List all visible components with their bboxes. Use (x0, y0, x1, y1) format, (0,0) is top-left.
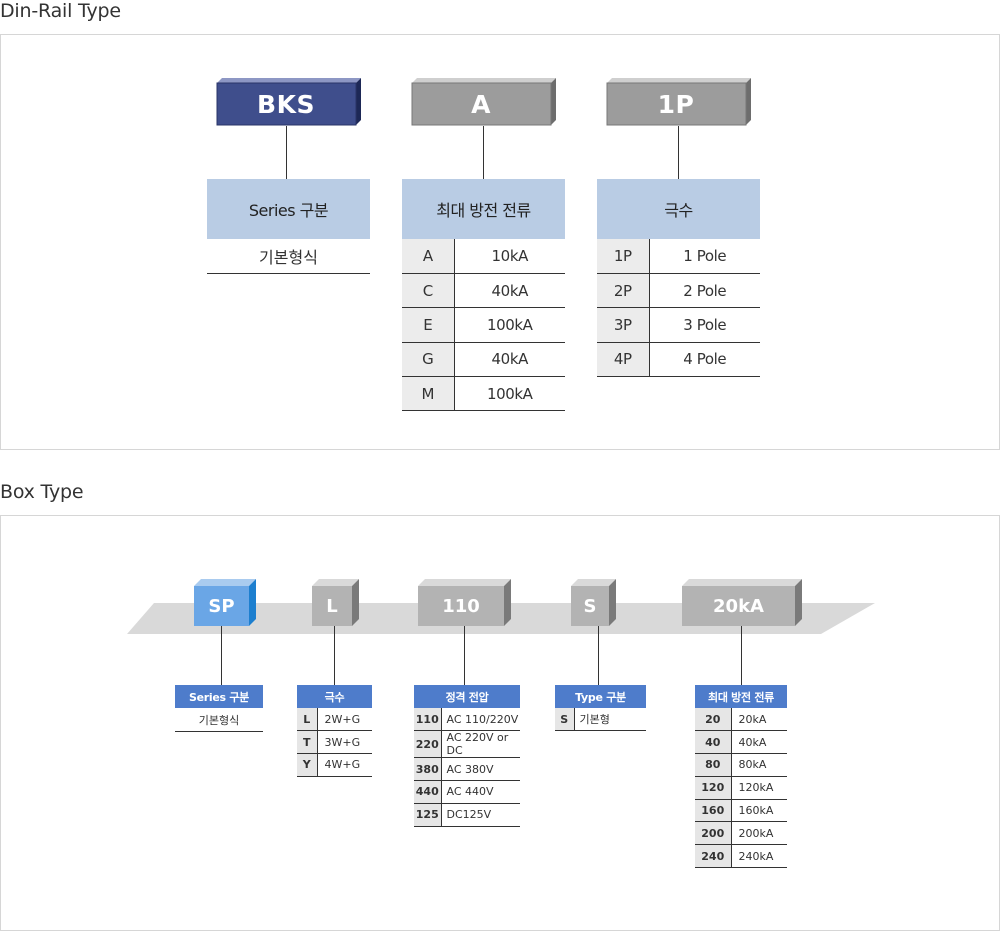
din-rail-title: Din-Rail Type (0, 0, 121, 22)
box-title: Box Type (0, 481, 84, 503)
connector-line (286, 126, 287, 179)
connector-line (741, 626, 742, 685)
a-label: A (471, 89, 491, 119)
bks-label: BKS (257, 89, 315, 119)
20ka-label: 20kA (713, 595, 764, 617)
a-block: A (411, 78, 557, 126)
connector-line (334, 626, 335, 685)
connector-line (483, 126, 484, 179)
s-label: S (583, 595, 597, 617)
l-label: L (326, 595, 338, 617)
series-header: Series 구분 (207, 179, 370, 239)
1p-block: 1P (606, 78, 752, 126)
sp-label: SP (208, 595, 235, 617)
1p-label: 1P (657, 89, 695, 119)
box-series-header: Series 구분 (175, 685, 263, 708)
series-value: 기본형식 (207, 239, 370, 274)
box-current-header: 최대 방전 전류 (695, 685, 787, 708)
poles-header: 극수 (597, 179, 760, 239)
110-label: 110 (442, 595, 480, 617)
box-poles-header: 극수 (297, 685, 372, 708)
box-series-value: 기본형식 (175, 708, 263, 732)
box-voltage-header: 정격 전압 (414, 685, 520, 708)
box-panel: SP L 110 S 20kA (0, 515, 1000, 931)
connector-line (221, 626, 222, 685)
current-header: 최대 방전 전류 (402, 179, 565, 239)
connector-line (678, 126, 679, 179)
connector-line (464, 626, 465, 685)
connector-line (598, 626, 599, 685)
bks-block: BKS (216, 78, 362, 126)
box-type-header: Type 구분 (555, 685, 646, 708)
